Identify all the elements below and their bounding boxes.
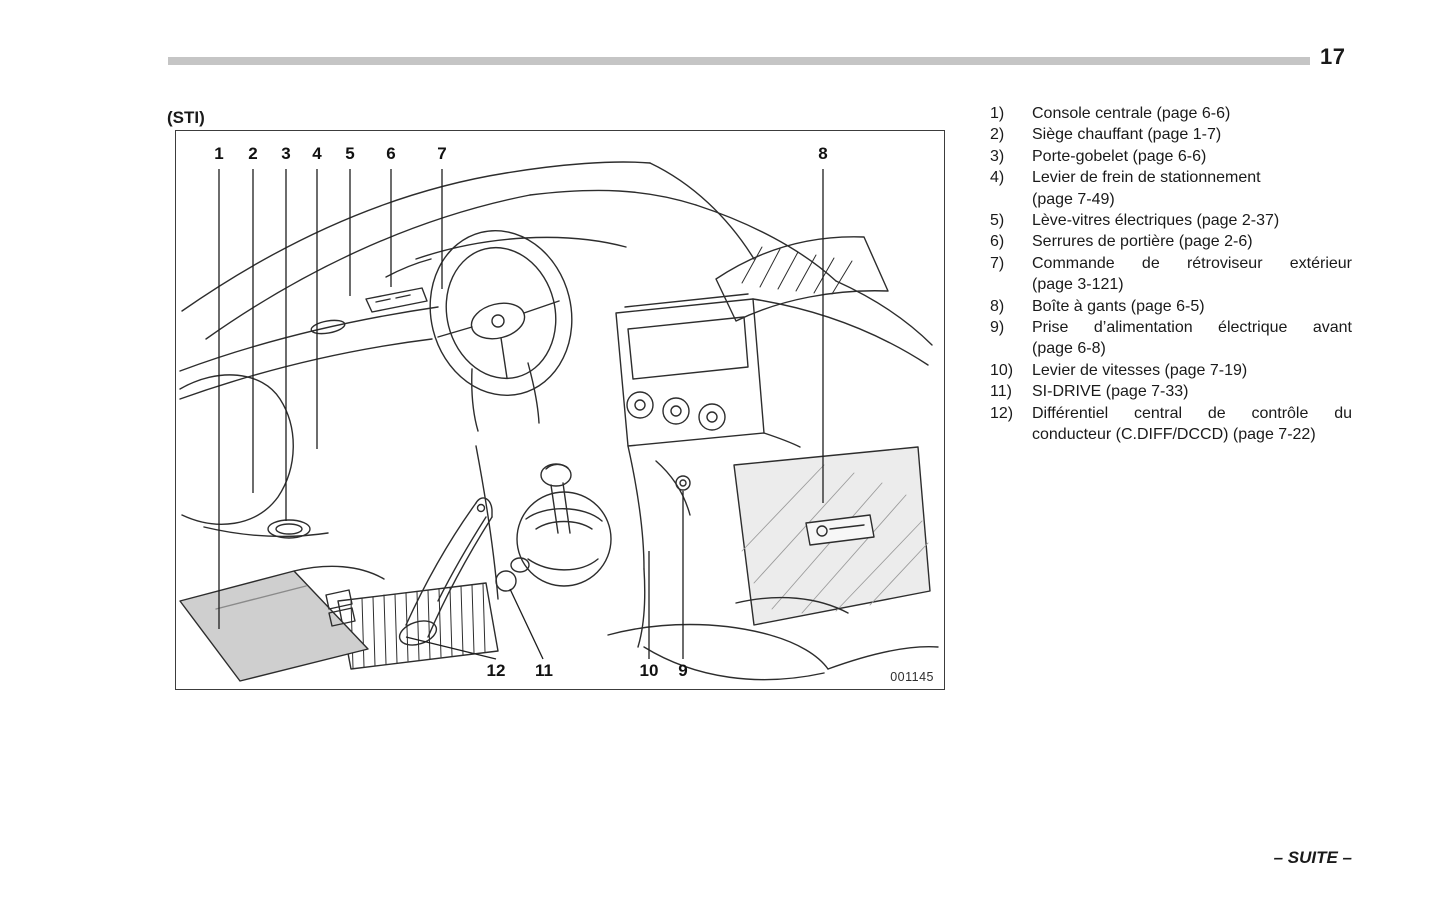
legend-item-line: Prise d’alimentation électrique avant	[1032, 319, 1352, 337]
legend-item-number: 8)	[990, 297, 1005, 315]
legend-item-number: 3)	[990, 147, 1005, 165]
callout-number: 12	[486, 661, 506, 680]
callout-number: 10	[639, 661, 659, 680]
legend-item-text: Prise d’alimentation électrique avant (p…	[1032, 317, 1352, 360]
callout-leader-lines	[218, 169, 824, 660]
legend-item-line: (page 7-49)	[1032, 190, 1115, 208]
legend-item-number: 10)	[990, 361, 1014, 379]
legend-item-text: Levier de vitesses (page 7-19)	[1032, 360, 1352, 381]
legend-item-text: Siège chauffant (page 1-7)	[1032, 124, 1352, 145]
footer-suite-label: – SUITE –	[1273, 848, 1352, 867]
legend-item-text: Console centrale (page 6-6)	[1032, 103, 1352, 124]
legend-item: 8) Boîte à gants (page 6-5)	[990, 296, 1352, 317]
legend-item-line: Commande de rétroviseur extérieur	[1032, 254, 1352, 272]
callout-number: 2	[248, 144, 258, 163]
legend-item-line: Levier de vitesses (page 7-19)	[1032, 361, 1248, 379]
legend-item: 1) Console centrale (page 6-6)	[990, 103, 1352, 124]
legend-item: 9) Prise d’alimentation électrique avant…	[990, 317, 1352, 360]
legend-item-number: 4)	[990, 169, 1005, 187]
legend-item-text: Serrures de portière (page 2-6)	[1032, 231, 1352, 252]
callout-number: 9	[678, 661, 688, 680]
legend-list: 1) Console centrale (page 6-6) 2) Siège …	[990, 103, 1352, 446]
legend-item-text: Levier de frein de stationnement (page 7…	[1032, 167, 1352, 210]
legend-item-text: Porte-gobelet (page 6-6)	[1032, 146, 1352, 167]
legend-item-line: (page 3-121)	[1032, 276, 1124, 294]
legend-item-line: SI-DRIVE (page 7-33)	[1032, 383, 1189, 401]
legend-item: 10) Levier de vitesses (page 7-19)	[990, 360, 1352, 381]
legend-item-number: 1)	[990, 105, 1005, 122]
legend-item-number: 5)	[990, 212, 1005, 230]
legend-item-text: Boîte à gants (page 6-5)	[1032, 296, 1352, 317]
callout-number: 5	[345, 144, 355, 163]
legend-item: 11) SI-DRIVE (page 7-33)	[990, 381, 1352, 402]
page-number: 17	[1320, 44, 1346, 69]
callout-number: 4	[312, 144, 322, 163]
callout-number: 8	[818, 144, 828, 163]
callout-number: 6	[386, 144, 396, 163]
car-interior-line-art	[179, 161, 939, 682]
legend-item-line: Lève-vitres électriques (page 2-37)	[1032, 212, 1280, 230]
legend-item-line: (page 6-8)	[1032, 340, 1106, 358]
car-interior-diagram	[179, 161, 939, 682]
callout-number: 1	[214, 144, 224, 163]
legend-item-line: Porte-gobelet (page 6-6)	[1032, 147, 1207, 165]
interior-figure: 1 2 3 4 5 6 7 8 12 11 10 9 001145	[175, 130, 945, 690]
header-rule	[168, 57, 1310, 65]
legend-item: 7) Commande de rétroviseur extérieur (pa…	[990, 253, 1352, 296]
legend-item-line: Levier de frein de stationnement	[1032, 169, 1261, 187]
callout-number: 7	[437, 144, 447, 163]
legend-item-line: conducteur (C.DIFF/DCCD) (page 7-22)	[1032, 426, 1316, 444]
legend-item: 6) Serrures de portière (page 2-6)	[990, 231, 1352, 252]
legend-item-number: 11)	[990, 383, 1012, 401]
legend-item: 12) Différentiel central de contrôle du …	[990, 403, 1352, 446]
legend-item-line: Boîte à gants (page 6-5)	[1032, 297, 1205, 315]
legend-item: 5) Lève-vitres électriques (page 2-37)	[990, 210, 1352, 231]
legend-item-text: SI-DRIVE (page 7-33)	[1032, 381, 1352, 402]
legend-item: 4) Levier de frein de stationnement (pag…	[990, 167, 1352, 210]
figure-image-code: 001145	[890, 670, 934, 684]
legend-item-number: 7)	[990, 254, 1005, 272]
legend-item-number: 12)	[990, 404, 1014, 422]
legend-item: 3) Porte-gobelet (page 6-6)	[990, 146, 1352, 167]
legend-item-text: Commande de rétroviseur extérieur (page …	[1032, 253, 1352, 296]
legend-item: 2) Siège chauffant (page 1-7)	[990, 124, 1352, 145]
legend-item-number: 2)	[990, 126, 1005, 144]
legend-item-line: Différentiel central de contrôle du	[1032, 404, 1352, 422]
legend-item-line: Console centrale (page 6-6)	[1032, 105, 1231, 122]
callout-number: 11	[535, 661, 553, 680]
legend-item-line: Serrures de portière (page 2-6)	[1032, 233, 1253, 251]
legend-item-line: Siège chauffant (page 1-7)	[1032, 126, 1222, 144]
callout-number: 3	[281, 144, 291, 163]
figure-variant-label: (STI)	[167, 108, 205, 127]
legend-item-number: 6)	[990, 233, 1005, 251]
legend-item-text: Lève-vitres électriques (page 2-37)	[1032, 210, 1352, 231]
legend-item-text: Différentiel central de contrôle du cond…	[1032, 403, 1352, 446]
legend-item-number: 9)	[990, 319, 1005, 337]
